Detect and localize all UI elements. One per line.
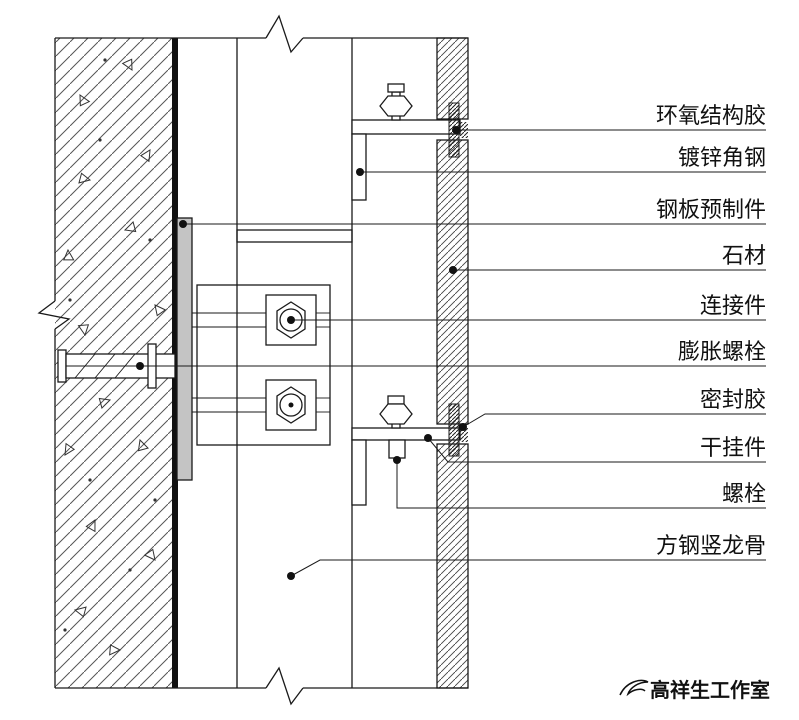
callout-labels: 环氧结构胶 镀锌角钢 钢板预制件 石材 连接件 膨胀螺栓 密封胶 干挂件 螺栓 …: [656, 104, 766, 559]
section-boundaries: [55, 14, 468, 706]
label-dry-hanging-clip: 干挂件: [700, 436, 766, 461]
sealant-joint: [460, 426, 468, 442]
stone-panels: [436, 37, 469, 689]
connector-assembly: [192, 284, 331, 446]
label-galvanized-angle-steel: 镀锌角钢: [678, 146, 766, 171]
leader-lines: [136, 126, 766, 580]
label-epoxy-structural-adhesive: 环氧结构胶: [656, 104, 766, 129]
label-bolt: 螺栓: [722, 482, 766, 507]
connector-box: [196, 284, 331, 446]
bottom-angle-leg: [351, 439, 367, 506]
break-symbol-left: [37, 300, 71, 330]
label-connector: 连接件: [700, 294, 766, 319]
embedded-steel-plate: [176, 217, 193, 481]
bottom-bracket: [351, 395, 468, 506]
break-symbol-bottom: [265, 666, 304, 706]
bottom-dry-hang-pin: [448, 403, 460, 457]
steel-keel: [236, 38, 353, 688]
studio-watermark-text: 高祥生工作室: [650, 678, 770, 702]
label-expansion-bolt: 膨胀螺栓: [678, 340, 766, 365]
bolt-lower-nut: [388, 439, 406, 459]
top-anchor-bolt: [379, 83, 413, 121]
wall-left-edge: [37, 38, 71, 688]
label-prefab-steel-plate: 钢板预制件: [656, 198, 766, 223]
top-angle-leg: [351, 133, 367, 201]
bottom-anchor-bolt: [379, 395, 413, 459]
label-square-steel-keel: 方钢竖龙骨: [656, 534, 766, 559]
label-stone: 石材: [722, 244, 766, 269]
stone-panel-bottom: [436, 443, 469, 689]
break-symbol-top: [265, 14, 304, 54]
aggregate-triangles: [62, 58, 167, 656]
studio-logo-icon: [619, 679, 649, 697]
stone-panel-middle: [436, 139, 469, 425]
label-sealant: 密封胶: [700, 388, 766, 413]
studio-watermark: 高祥生工作室: [619, 678, 770, 702]
lower-connector-bolt: [192, 379, 330, 431]
top-dry-hang-plate: [351, 119, 461, 135]
bottom-dry-hang-plate: [351, 427, 461, 441]
keel-cap-plate: [236, 229, 353, 243]
